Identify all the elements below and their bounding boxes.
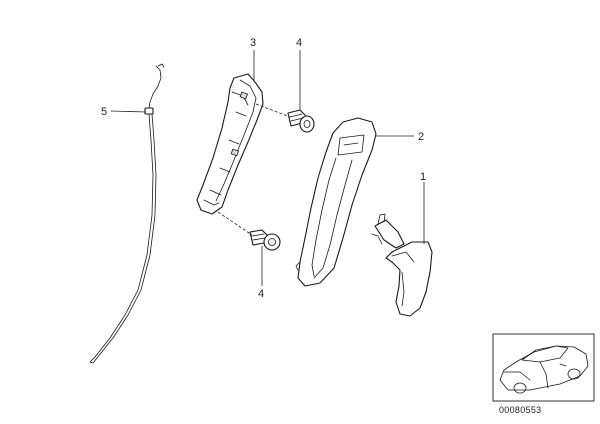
dash-screw-bottom [217, 211, 253, 236]
thumbnail-frame [492, 333, 595, 402]
callout-4-bottom: 4 [258, 288, 264, 300]
part-2-handle-cover [295, 117, 377, 287]
part-3-bracket [196, 73, 264, 215]
callout-4-top: 4 [296, 37, 302, 49]
leader-5 [110, 110, 147, 113]
callout-2: 2 [418, 131, 424, 143]
callout-1: 1 [420, 171, 426, 183]
part-5-cable [89, 63, 165, 364]
part-4-screw-top [287, 109, 315, 133]
diagram-number: 00080553 [499, 405, 541, 415]
dash-screw-top [255, 103, 291, 118]
part-4-screw-bottom [249, 229, 281, 251]
callout-3: 3 [250, 37, 256, 49]
car-thumbnail [492, 333, 595, 402]
part-1-handle [371, 213, 433, 317]
leader-lines [110, 50, 425, 286]
callout-5: 5 [101, 106, 107, 118]
